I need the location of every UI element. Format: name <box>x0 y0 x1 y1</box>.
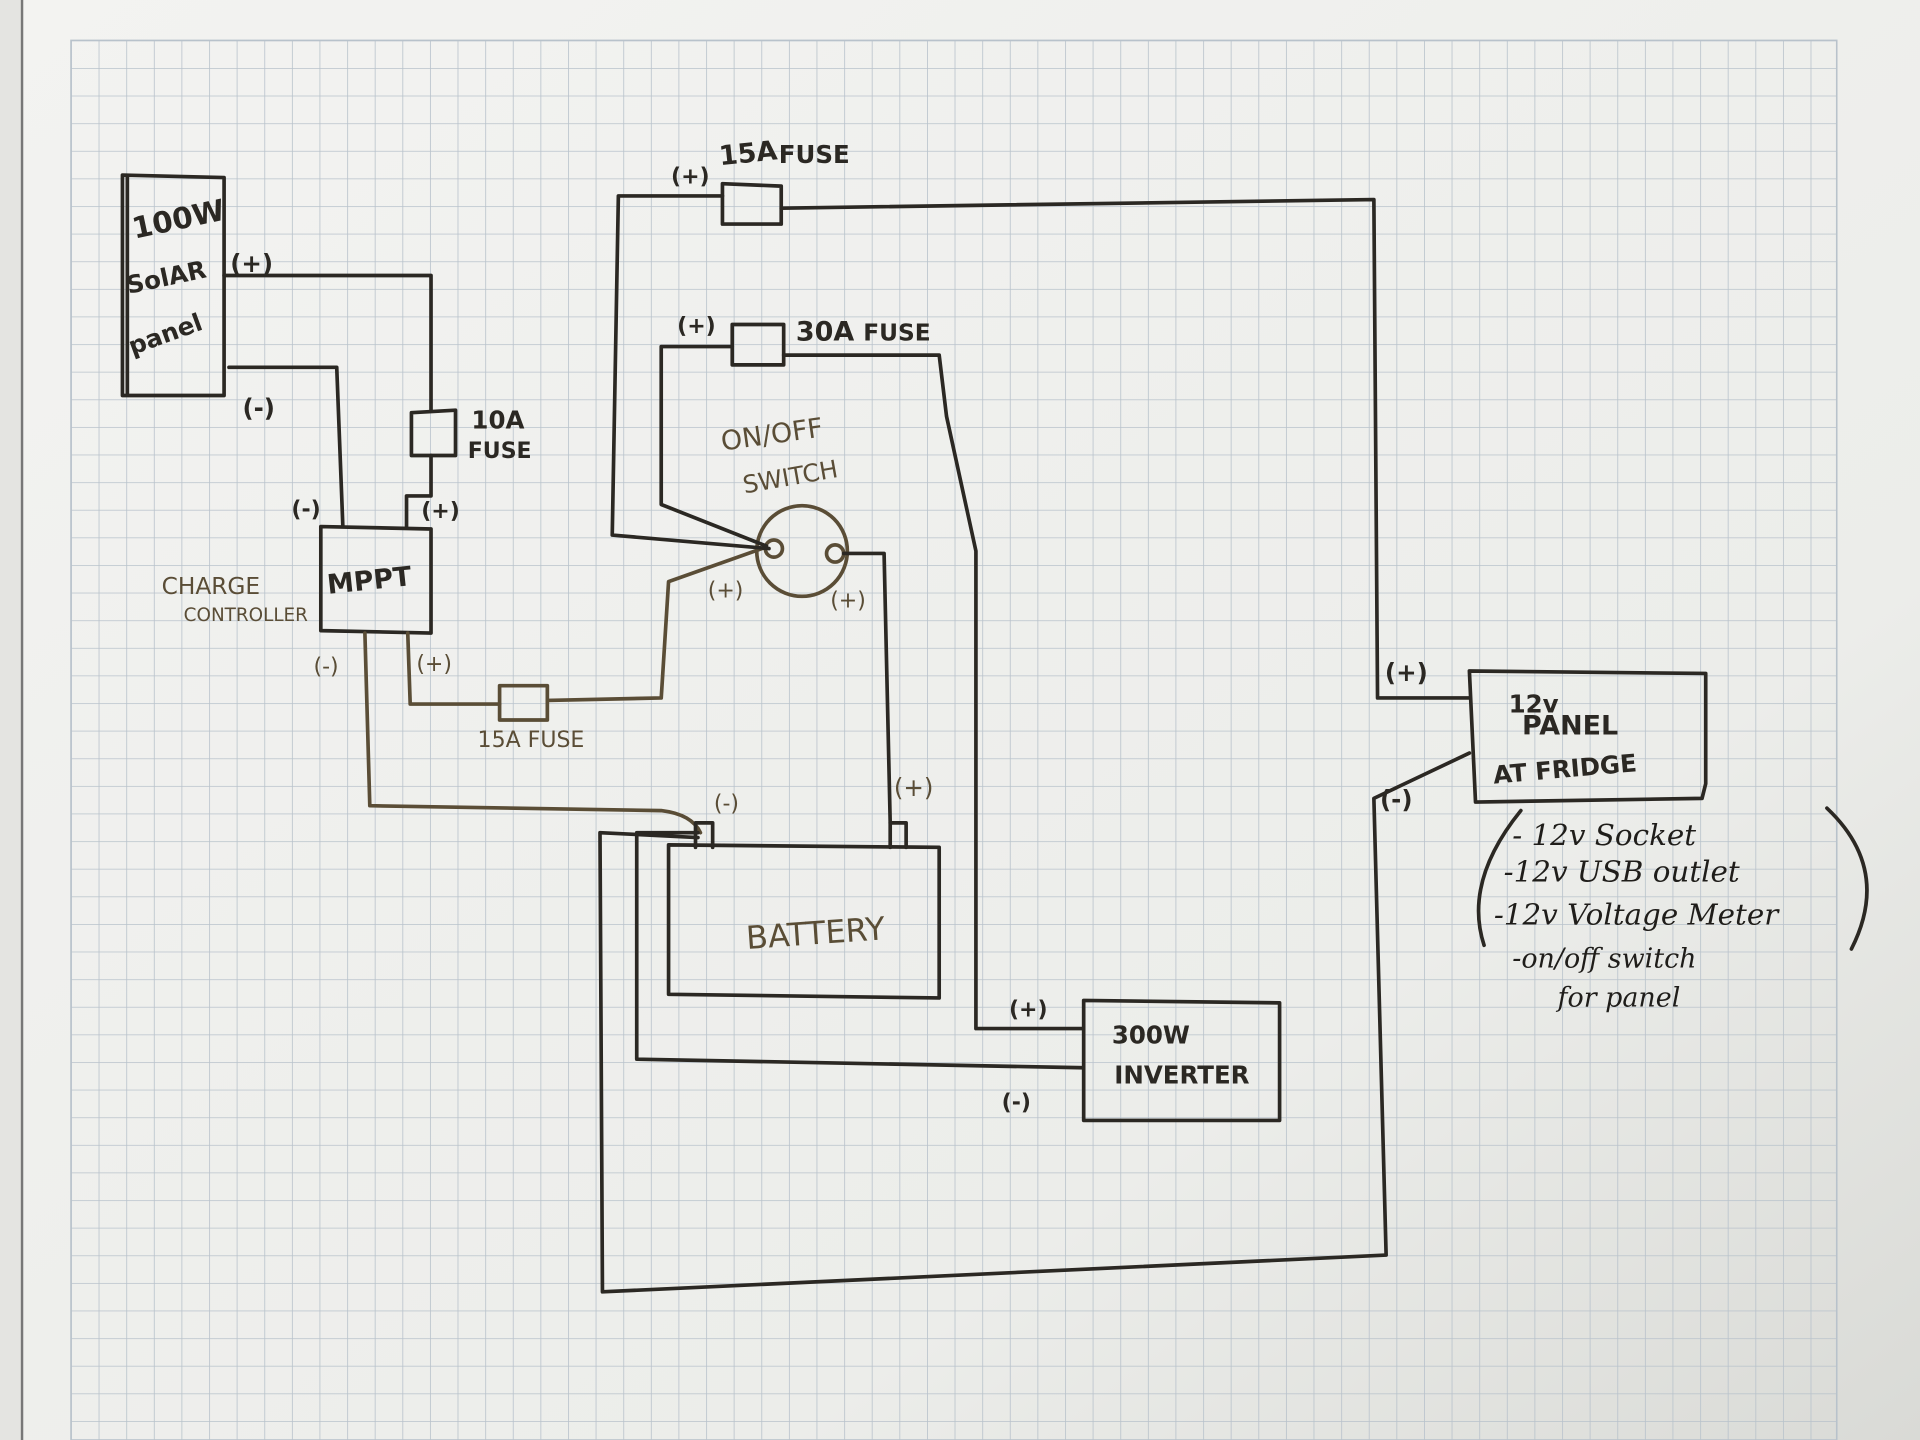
svg-text:FUSE: FUSE <box>779 140 850 169</box>
wire-solar-negative <box>227 365 345 529</box>
svg-text:-12v USB outlet: -12v USB outlet <box>1504 855 1740 889</box>
svg-text:FUSE: FUSE <box>863 319 930 346</box>
svg-text:12v: 12v <box>1509 690 1559 719</box>
svg-text:30A: 30A <box>796 316 854 347</box>
svg-text:PANEL: PANEL <box>1522 711 1618 742</box>
svg-text:-on/off switch: -on/off switch <box>1512 943 1696 974</box>
fuse-30a: (+) 30A FUSE <box>677 314 931 367</box>
svg-text:(+): (+) <box>894 773 934 802</box>
svg-text:CONTROLLER: CONTROLLER <box>184 605 308 626</box>
inverter-300w: 300W INVERTER (+) (-) <box>1002 997 1282 1123</box>
wire-switch-to-15a-fuse <box>610 194 771 551</box>
wire-fuse-to-switch <box>545 545 768 703</box>
svg-text:- 12v Socket: - 12v Socket <box>1512 818 1696 852</box>
wire-battery-negative-to-fridge-panel <box>598 751 1472 1294</box>
wire-battery-negative-to-inverter <box>634 830 1086 1070</box>
svg-text:(-): (-) <box>714 792 739 817</box>
wire-15a-to-fridge-panel-positive <box>779 197 1472 700</box>
fuse-15a-top: (+) 15A FUSE <box>671 135 850 226</box>
svg-text:15A: 15A <box>717 135 778 172</box>
svg-text:(-): (-) <box>313 654 338 679</box>
svg-text:(+): (+) <box>1009 997 1048 1022</box>
wire-switch-to-30a-fuse <box>659 344 769 548</box>
svg-text:10A: 10A <box>471 406 524 435</box>
fuse-15a-mppt: 15A FUSE <box>478 683 585 753</box>
wire-mppt-positive <box>405 631 502 706</box>
svg-text:for panel: for panel <box>1556 983 1681 1014</box>
svg-text:(+): (+) <box>671 165 710 190</box>
svg-text:FUSE: FUSE <box>468 439 532 464</box>
svg-text:(-): (-) <box>1002 1090 1031 1115</box>
svg-text:(+): (+) <box>421 499 460 524</box>
svg-text:(+): (+) <box>1385 658 1428 687</box>
svg-text:(-): (-) <box>242 393 275 422</box>
close-bracket <box>1825 806 1869 951</box>
wire-fuse-to-mppt <box>404 453 433 529</box>
svg-text:(-): (-) <box>291 498 320 523</box>
wire-30a-to-inverter-positive <box>781 353 1086 1031</box>
fridge-panel-feature-list: - 12v Socket -12v USB outlet -12v Voltag… <box>1476 806 1869 1014</box>
svg-text:(+): (+) <box>230 249 273 278</box>
wire-mppt-negative-to-battery <box>363 631 703 835</box>
svg-text:(+): (+) <box>830 588 866 613</box>
open-bracket <box>1476 808 1523 948</box>
svg-text:(+): (+) <box>677 314 716 339</box>
svg-text:300W: 300W <box>1112 1020 1190 1049</box>
mppt-charge-controller: MPPT CHARGE CONTROLLER (-) (+) (-) (+) <box>162 498 460 680</box>
wire-solar-positive <box>222 273 433 413</box>
svg-text:(+): (+) <box>708 579 744 604</box>
svg-text:(+): (+) <box>416 652 452 677</box>
svg-text:(-): (-) <box>1380 785 1413 814</box>
svg-text:15A FUSE: 15A FUSE <box>478 728 585 753</box>
svg-text:INVERTER: INVERTER <box>1114 1061 1249 1090</box>
wire-switch-to-battery-positive <box>841 551 893 825</box>
svg-text:CHARGE: CHARGE <box>162 573 260 600</box>
fuse-10a: 10A FUSE <box>409 406 532 464</box>
svg-text:-12v Voltage Meter: -12v Voltage Meter <box>1494 897 1780 931</box>
